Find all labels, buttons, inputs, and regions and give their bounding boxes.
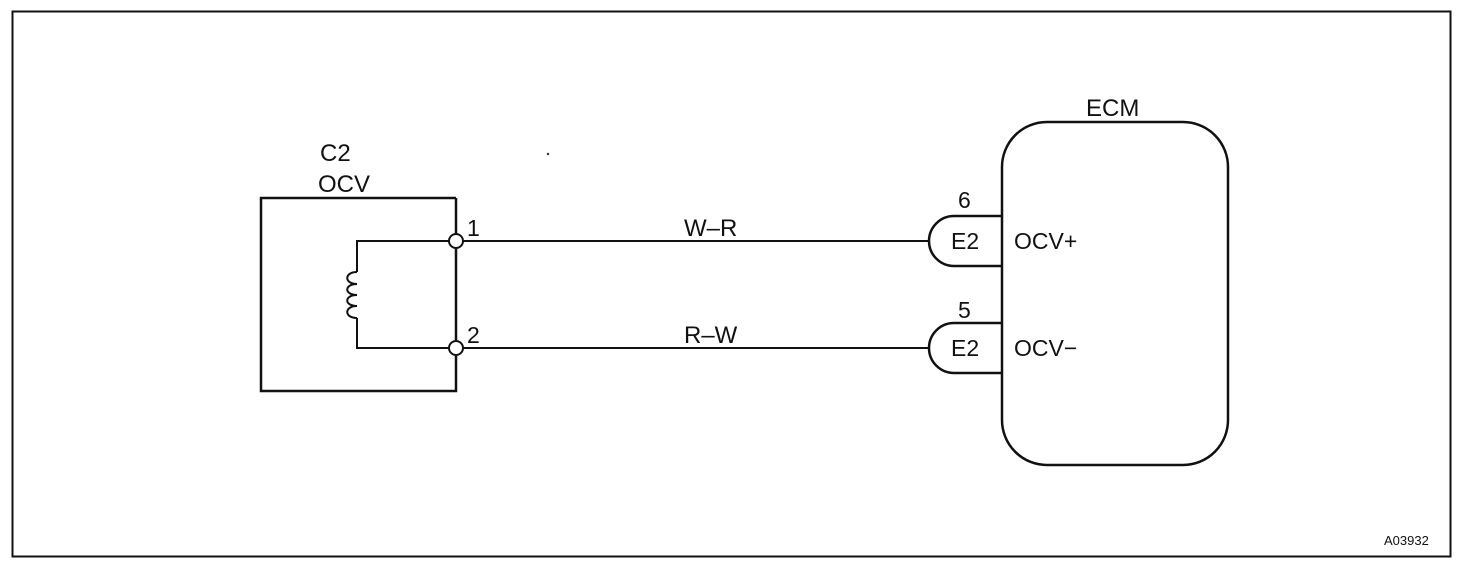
diagram-frame [11,10,1452,558]
coil-lead-bottom [356,318,449,349]
ocv-terminal-1 [448,233,464,249]
ocv-box [259,196,458,393]
stray-dot [546,152,550,156]
ecm-box [1000,120,1230,467]
wire-2-color-label: R–W [684,322,738,349]
ecm-label: ECM [1086,95,1139,122]
ocv-connector-label: C2 [320,140,351,167]
ecm-unit: ECM 6 E2 OCV+ 5 E2 OCV− [927,95,1230,467]
coil-icon [346,271,358,319]
ecm-connector-pin-6 [927,214,1002,268]
ecm-pin-5-signal: OCV− [1014,335,1077,361]
ecm-pin-6-connector: E2 [951,228,979,254]
ecm-pin-6-signal: OCV+ [1014,228,1077,254]
coil-lead-top [356,240,449,272]
ecm-pin-6-number: 6 [958,187,971,213]
ocv-pin-1-label: 1 [467,215,480,241]
ocv-pin-2-label: 2 [467,322,480,348]
figure-code: A03932 [1384,533,1429,548]
ocv-name-label: OCV [318,171,370,198]
ecm-pin-5-number: 5 [958,297,971,323]
ocv-component: C2 OCV 1 2 [259,140,480,393]
ocv-terminal-2 [448,340,464,356]
ecm-pin-5-connector: E2 [951,335,979,361]
wire-1-color-label: W–R [684,215,737,242]
ecm-connector-pin-5 [927,321,1002,375]
